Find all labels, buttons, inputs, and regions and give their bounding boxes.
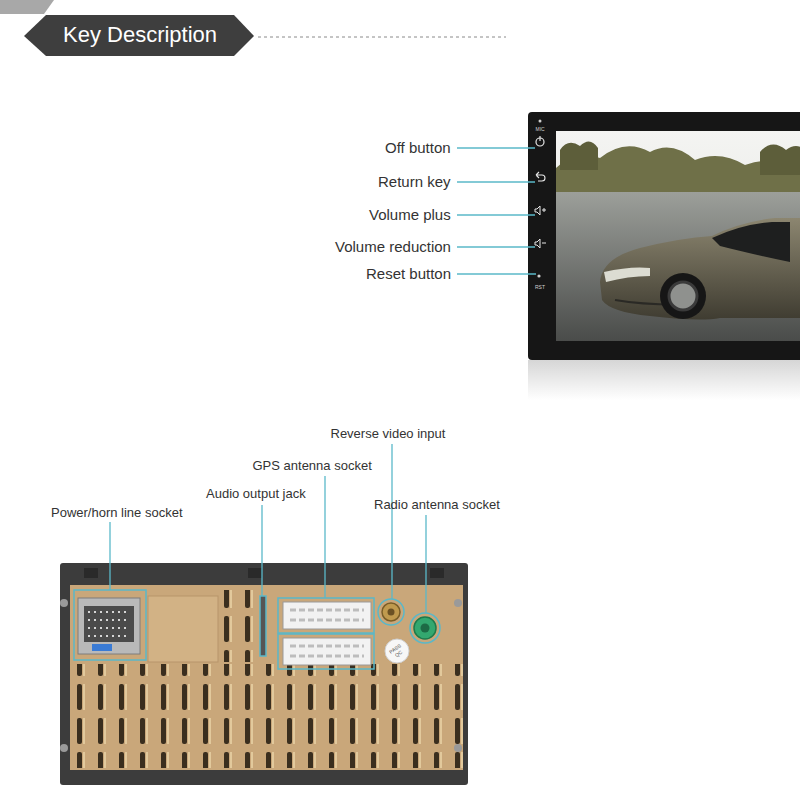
port-label: Power/horn line socket bbox=[51, 505, 183, 521]
frame-tab bbox=[248, 568, 262, 578]
mic-hole bbox=[539, 120, 542, 123]
screen-tree bbox=[560, 141, 598, 170]
antenna-pin bbox=[421, 624, 430, 633]
rear-frame bbox=[60, 563, 468, 785]
car-headlight bbox=[604, 268, 650, 283]
pin-row bbox=[88, 612, 130, 636]
white-connector bbox=[283, 602, 371, 629]
antenna-socket bbox=[414, 617, 436, 639]
panel-marking: MIC bbox=[536, 126, 545, 132]
leader-line bbox=[391, 444, 392, 599]
vent-grille bbox=[218, 590, 258, 662]
port-label: Radio antenna socket bbox=[374, 497, 500, 513]
power-icon-bar bbox=[539, 136, 540, 141]
leader-line bbox=[457, 273, 536, 274]
qc-sticker bbox=[385, 639, 409, 663]
reset-hole bbox=[537, 274, 540, 277]
power-connector bbox=[78, 598, 140, 654]
leader-line bbox=[425, 515, 426, 613]
key-label: Off button bbox=[385, 139, 451, 157]
screw bbox=[454, 599, 462, 607]
title-banner bbox=[24, 15, 254, 56]
screw bbox=[60, 744, 68, 752]
car-windshield bbox=[712, 222, 790, 262]
port-label: GPS antenna socket bbox=[253, 458, 372, 474]
panel-marking: RST bbox=[535, 284, 545, 290]
highlight-ring bbox=[378, 599, 404, 625]
audio-jack bbox=[260, 596, 266, 656]
reflection bbox=[528, 360, 800, 400]
frame-tab bbox=[84, 568, 98, 578]
leader-line bbox=[109, 522, 110, 590]
title: Key Description bbox=[63, 22, 217, 48]
rear-chassis bbox=[70, 585, 463, 770]
leader-line bbox=[261, 505, 262, 596]
frame-tab bbox=[430, 568, 444, 578]
key-label: Volume plus bbox=[369, 206, 451, 224]
key-label: Volume reduction bbox=[335, 238, 451, 256]
highlight-box bbox=[278, 598, 374, 633]
return-icon bbox=[536, 172, 545, 181]
car-body bbox=[600, 218, 800, 320]
leader-line bbox=[457, 246, 535, 247]
volume-plus-icon bbox=[535, 206, 546, 215]
vent-grille bbox=[70, 664, 463, 768]
power-connector-pins bbox=[84, 606, 134, 642]
screw bbox=[60, 599, 68, 607]
highlight-box bbox=[74, 590, 146, 660]
dashed-rule bbox=[258, 37, 506, 38]
leader-line bbox=[457, 181, 535, 182]
leader-line bbox=[324, 476, 325, 598]
key-label: Return key bbox=[378, 173, 451, 191]
connector-pins bbox=[290, 610, 364, 620]
screen-road bbox=[556, 192, 800, 341]
rca-pin bbox=[388, 609, 395, 616]
screw bbox=[454, 744, 462, 752]
highlight-ring bbox=[410, 613, 440, 643]
car-wheel bbox=[660, 273, 706, 319]
label-plate bbox=[148, 596, 218, 662]
car-rim bbox=[669, 282, 697, 310]
front-bezel bbox=[528, 112, 800, 360]
port-label: Reverse video input bbox=[331, 426, 446, 442]
highlight-box bbox=[278, 634, 374, 669]
port-label: Audio output jack bbox=[206, 486, 306, 502]
connector-pins bbox=[290, 646, 364, 656]
screen bbox=[556, 131, 800, 341]
key-label: Reset button bbox=[366, 265, 451, 283]
white-connector bbox=[283, 638, 371, 665]
rca-socket bbox=[382, 603, 400, 621]
volume-minus-icon bbox=[535, 239, 546, 248]
screen-tree bbox=[760, 144, 800, 175]
leader-line bbox=[457, 214, 535, 215]
connector-clip bbox=[92, 644, 112, 651]
corner-tab bbox=[0, 0, 54, 14]
leader-line bbox=[457, 147, 535, 148]
